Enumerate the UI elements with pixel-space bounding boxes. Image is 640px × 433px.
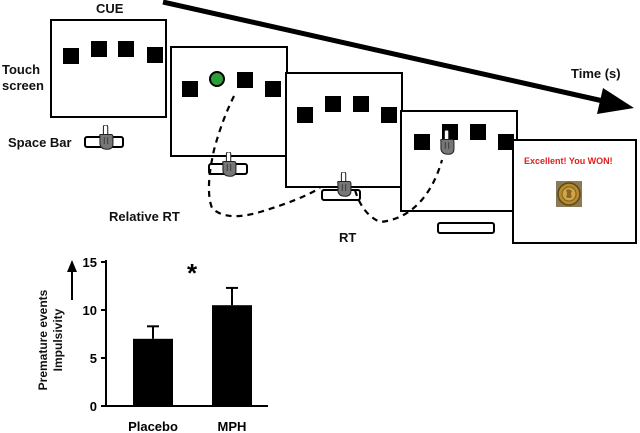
bar-mph <box>212 305 252 406</box>
touch-screen-label-2: screen <box>2 78 44 93</box>
target-square <box>470 124 486 140</box>
screen-response <box>285 72 403 188</box>
hand-pointer-icon <box>99 125 114 150</box>
space-bar-label: Space Bar <box>8 135 72 150</box>
coin-icon <box>556 181 582 207</box>
significance-marker: * <box>187 258 198 288</box>
target-square <box>325 96 341 112</box>
target-square <box>63 48 79 64</box>
screen-cue <box>50 19 167 118</box>
relative-rt-label: Relative RT <box>109 209 180 224</box>
y-tick-label: 10 <box>83 303 97 318</box>
x-tick-label: Placebo <box>128 419 178 433</box>
hand-pointer-icon <box>222 152 237 177</box>
target-square <box>265 81 281 97</box>
cue-label: CUE <box>96 1 124 16</box>
target-square <box>147 47 163 63</box>
target-square <box>414 134 430 150</box>
bar-placebo <box>133 338 173 406</box>
y-tick-label: 0 <box>90 399 97 414</box>
target-square <box>237 72 253 88</box>
go-signal-circle <box>209 71 225 87</box>
screen-touch <box>400 110 518 212</box>
hand-pointer-icon <box>337 172 352 197</box>
rt-label: RT <box>339 230 357 245</box>
touch-screen-label-1: Touch <box>2 62 41 77</box>
hand-pointer-icon <box>440 130 455 155</box>
y-tick-label: 15 <box>83 255 97 270</box>
feedback-text: Excellent! You WON! <box>524 156 613 166</box>
screen-feedback: Excellent! You WON! <box>512 139 637 244</box>
y-tick-label: 5 <box>90 351 97 366</box>
target-square <box>182 81 198 97</box>
x-tick-label: MPH <box>218 419 247 433</box>
time-label: Time (s) <box>571 66 621 81</box>
target-square <box>297 107 313 123</box>
target-square <box>353 96 369 112</box>
target-square <box>91 41 107 57</box>
target-square <box>381 107 397 123</box>
target-square <box>498 134 514 150</box>
target-square <box>118 41 134 57</box>
screen-go-signal <box>170 46 288 157</box>
space-bar <box>437 222 495 234</box>
